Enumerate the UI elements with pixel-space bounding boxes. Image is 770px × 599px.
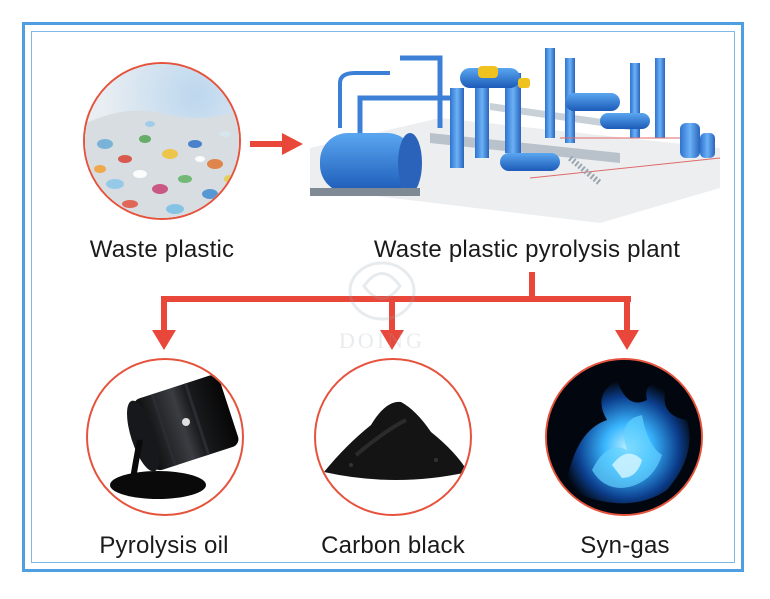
watermark-logo: DOING <box>322 256 442 356</box>
arrowhead-carbon <box>380 330 404 350</box>
outer-frame <box>22 22 744 572</box>
pyrolysis-oil-image <box>86 358 244 516</box>
carbon-black-image <box>314 358 472 516</box>
watermark-text: DOING <box>339 328 425 353</box>
inner-frame <box>31 31 735 563</box>
arrowhead-plant <box>282 133 303 155</box>
label-carbon-black: Carbon black <box>321 532 465 559</box>
syn-gas-image <box>545 358 703 516</box>
arrowhead-oil <box>152 330 176 350</box>
label-syn-gas: Syn-gas <box>580 532 670 559</box>
pyrolysis-plant-image <box>300 38 720 228</box>
arrowhead-gas <box>615 330 639 350</box>
label-plant: Waste plastic pyrolysis plant <box>373 236 681 263</box>
waste-plastic-image <box>83 62 241 220</box>
label-waste-plastic: Waste plastic <box>89 236 235 263</box>
label-pyrolysis-oil: Pyrolysis oil <box>99 532 229 559</box>
